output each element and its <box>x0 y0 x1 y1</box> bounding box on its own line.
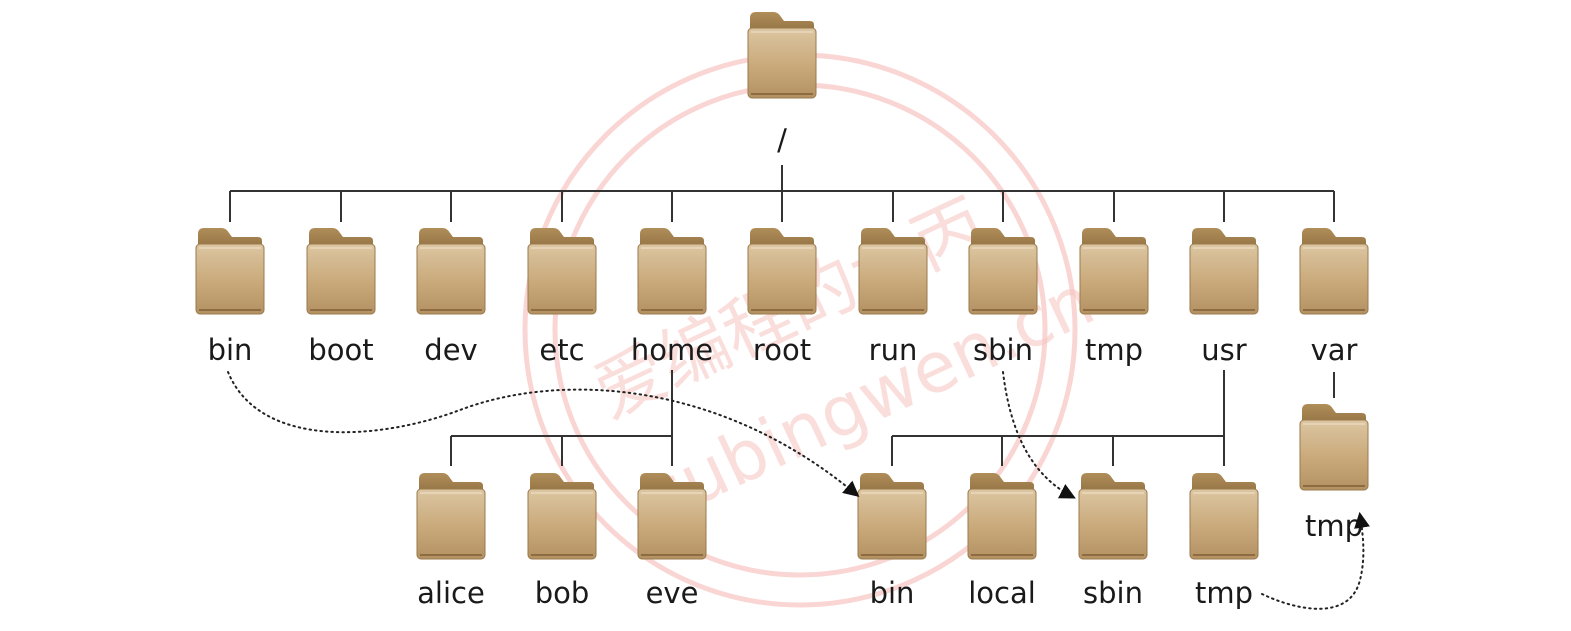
folder-var: var <box>1299 228 1369 367</box>
folder-var-tmp: tmp <box>1299 404 1369 543</box>
folder-icon <box>527 473 597 560</box>
folder-sbin: sbin <box>968 228 1038 367</box>
folder-label: bin <box>870 576 915 610</box>
folder-label: home <box>631 333 713 367</box>
folder-label: tmp <box>1195 576 1253 610</box>
folder-root: / <box>747 12 817 157</box>
folder-label: var <box>1311 333 1358 367</box>
folder-icon <box>416 228 486 315</box>
tree-connector-lines <box>229 165 1335 466</box>
folder-label: sbin <box>1083 576 1143 610</box>
folder-dev: dev <box>416 228 486 367</box>
folder-icon <box>416 473 486 560</box>
folder-home-bob: bob <box>527 473 597 610</box>
folder-usr-sbin: sbin <box>1078 473 1148 610</box>
folder-icon <box>527 228 597 315</box>
folder-usr-tmp: tmp <box>1189 473 1259 610</box>
folder-icon <box>637 228 707 315</box>
folder-usr-bin: bin <box>857 473 927 610</box>
folder-icon <box>968 228 1038 315</box>
folder-icon <box>747 228 817 315</box>
bin-to-usr-bin-link <box>227 371 860 498</box>
folder-icon <box>1189 473 1259 560</box>
folder-label: bin <box>208 333 253 367</box>
folder-label: alice <box>417 576 485 610</box>
usr-tmp-to-var-tmp-link <box>1261 511 1370 610</box>
folder-root: root <box>747 228 817 367</box>
folder-boot: boot <box>306 228 376 367</box>
folder-run: run <box>858 228 928 367</box>
folder-label: local <box>968 576 1036 610</box>
folder-label: tmp <box>1305 509 1363 543</box>
folder-label: etc <box>539 333 584 367</box>
folder-usr-local: local <box>967 473 1037 610</box>
folder-home: home <box>631 228 713 367</box>
symlink-arrows <box>227 371 1370 610</box>
folder-label: / <box>777 123 787 157</box>
folder-icon <box>195 228 265 315</box>
folder-label: dev <box>424 333 477 367</box>
folder-home-alice: alice <box>416 473 486 610</box>
folder-label: sbin <box>973 333 1033 367</box>
sbin-to-usr-sbin-link <box>1002 371 1076 499</box>
folder-label: run <box>869 333 918 367</box>
folder-icon <box>857 473 927 560</box>
folder-icon <box>306 228 376 315</box>
folder-bin: bin <box>195 228 265 367</box>
folder-icon <box>858 228 928 315</box>
folder-label: tmp <box>1085 333 1143 367</box>
folder-icon <box>967 473 1037 560</box>
folder-etc: etc <box>527 228 597 367</box>
folder-nodes: / bin boot dev etc home root run sbin tmp usr var al… <box>195 12 1369 610</box>
folder-icon <box>1189 228 1259 315</box>
folder-label: boot <box>308 333 373 367</box>
folder-icon <box>1078 473 1148 560</box>
folder-icon <box>637 473 707 560</box>
folder-home-eve: eve <box>637 473 707 610</box>
folder-label: bob <box>535 576 590 610</box>
folder-icon <box>1079 228 1149 315</box>
folder-icon <box>747 12 817 99</box>
folder-icon <box>1299 228 1369 315</box>
folder-usr: usr <box>1189 228 1259 367</box>
folder-label: eve <box>646 576 699 610</box>
folder-label: usr <box>1201 333 1246 367</box>
folder-icon <box>1299 404 1369 491</box>
folder-tmp: tmp <box>1079 228 1149 367</box>
folder-label: root <box>753 333 811 367</box>
